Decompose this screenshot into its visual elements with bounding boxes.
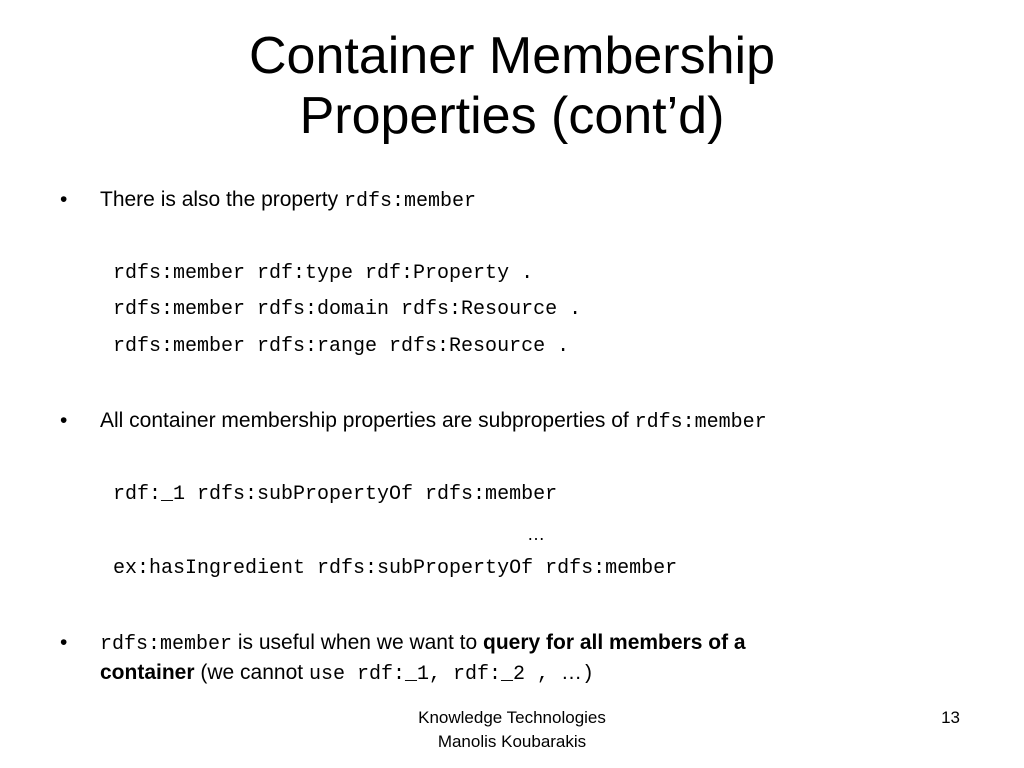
bullet-3-bold-2: container <box>100 661 195 684</box>
bullet-3-code-end: use rdf:_1, rdf:_2 , <box>308 663 561 686</box>
code-line: rdfs:member rdf:type rdf:Property . <box>113 262 534 285</box>
slide-title-line-2: Properties (cont’d) <box>299 87 725 145</box>
code-line: rdfs:member rdfs:range rdfs:Resource . <box>113 335 570 358</box>
bullet-icon: • <box>60 188 68 211</box>
code-line: rdfs:member rdfs:domain rdfs:Resource . <box>113 298 582 321</box>
bullet-icon: • <box>60 409 68 432</box>
bullet-3-close: ) <box>581 663 594 686</box>
bullet-2-text: All container membership properties are … <box>100 409 635 432</box>
bullet-text: There is also the property rdfs:member <box>100 185 476 217</box>
page-number: 13 <box>941 708 960 727</box>
bullet-3-text-2: (we cannot <box>194 661 309 684</box>
footer-course: Knowledge Technologies <box>418 708 606 727</box>
bullet-3-line-1: rdfs:member is useful when we want to qu… <box>100 628 746 660</box>
bullet-3-ellipsis: … <box>560 661 582 684</box>
bullet-3-code-start: rdfs:member <box>100 633 233 656</box>
bullet-icon: • <box>60 631 68 654</box>
slide-title: Container Membership Properties (cont’d) <box>0 26 1024 146</box>
bullet-3-text-1: is useful when we want to <box>232 631 483 654</box>
code-line: rdf:_1 rdfs:subPropertyOf rdfs:member <box>113 483 558 506</box>
bullet-1-text: There is also the property <box>100 188 344 211</box>
code-ellipsis: … <box>527 524 545 544</box>
footer: Knowledge Technologies Manolis Koubaraki… <box>362 706 662 754</box>
bullet-1-code: rdfs:member <box>343 190 476 213</box>
slide-title-line-1: Container Membership <box>248 27 776 85</box>
bullet-text: All container membership properties are … <box>100 406 767 438</box>
bullet-3-bold-1: query for all members of a <box>483 631 746 654</box>
bullet-3-line-2: container (we cannot use rdf:_1, rdf:_2 … <box>100 658 594 690</box>
code-line: ex:hasIngredient rdfs:subPropertyOf rdfs… <box>113 557 678 580</box>
footer-author: Manolis Koubarakis <box>437 732 587 751</box>
bullet-2-code: rdfs:member <box>634 411 767 434</box>
